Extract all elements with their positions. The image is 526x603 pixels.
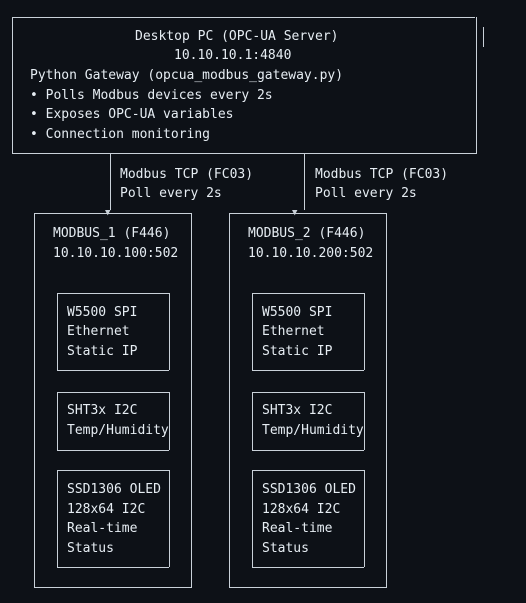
server-bullet: • Polls Modbus devices every 2s (30, 88, 273, 103)
server-address: 10.10.10.1:4840 (174, 48, 292, 63)
server-bullet: • Connection monitoring (30, 127, 211, 142)
module-line: W5500 SPI (67, 305, 138, 320)
module-line: Ethernet (262, 324, 325, 339)
module-line: Static IP (67, 344, 138, 359)
module-line: 128x64 I2C (262, 502, 341, 517)
module-line: Temp/Humidity (262, 423, 364, 438)
module-line: SSD1306 OLED (262, 482, 356, 497)
module-line: W5500 SPI (262, 305, 333, 320)
device-name: MODBUS_1 (F446) (53, 226, 171, 241)
server-title: Desktop PC (OPC-UA Server) (135, 29, 339, 44)
link-protocol: Modbus TCP (FC03) (315, 167, 449, 182)
module-line: Status (67, 541, 114, 556)
device-address: 10.10.10.100:502 (53, 246, 179, 261)
module-line: Status (262, 541, 309, 556)
module-line: 128x64 I2C (67, 502, 146, 517)
link-protocol: Modbus TCP (FC03) (120, 167, 254, 182)
device-address: 10.10.10.200:502 (248, 246, 374, 261)
link-poll: Poll every 2s (120, 186, 222, 201)
module-line: Ethernet (67, 324, 130, 339)
module-line: Real-time (67, 521, 138, 536)
server-bullet: • Exposes OPC-UA variables (30, 107, 234, 122)
link-poll: Poll every 2s (315, 186, 417, 201)
gateway-label: Python Gateway (opcua_modbus_gateway.py) (30, 68, 344, 83)
module-line: Static IP (262, 344, 333, 359)
device-name: MODBUS_2 (F446) (248, 226, 366, 241)
module-line: Real-time (262, 521, 333, 536)
module-line: SSD1306 OLED (67, 482, 161, 497)
module-line: Temp/Humidity (67, 423, 169, 438)
module-line: SHT3x I2C (262, 403, 333, 418)
module-line: SHT3x I2C (67, 403, 138, 418)
